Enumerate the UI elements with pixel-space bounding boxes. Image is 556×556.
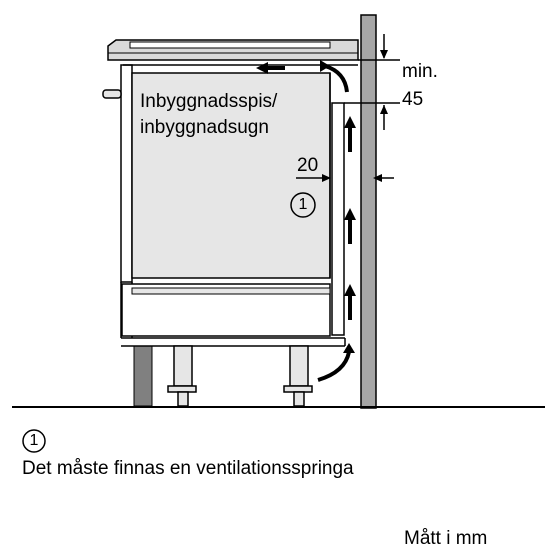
arrow-bottom-curve bbox=[317, 351, 351, 382]
callout-number: 1 bbox=[298, 196, 308, 213]
rear-panel bbox=[331, 102, 345, 336]
arrow-left-top bbox=[256, 62, 285, 74]
arrow-up-mid bbox=[344, 208, 356, 244]
dimension-20 bbox=[296, 174, 394, 182]
arrow-up-low bbox=[344, 284, 356, 320]
plinth bbox=[133, 345, 153, 407]
dimension-min-value: 45 bbox=[402, 89, 424, 110]
legend-text: Det måste finnas en ventilationsspringa bbox=[22, 458, 354, 479]
arrow-up-high bbox=[344, 116, 356, 152]
dimension-gap-value: 20 bbox=[297, 155, 319, 176]
legend-circle bbox=[22, 429, 46, 453]
appliance-label-line1: Inbyggnadsspis/ bbox=[140, 91, 278, 112]
oven-appliance bbox=[131, 72, 331, 279]
handle bbox=[102, 89, 122, 99]
feet bbox=[167, 345, 313, 407]
arrow-top-curve bbox=[324, 64, 349, 93]
callout-circle bbox=[290, 192, 316, 218]
appliance-label-line2: inbyggnadsugn bbox=[140, 117, 269, 138]
drawer bbox=[121, 283, 331, 337]
cooktop bbox=[107, 39, 359, 61]
airflow-arrows bbox=[256, 60, 356, 382]
dimension-min-label: min. bbox=[402, 61, 438, 82]
wall bbox=[360, 14, 377, 409]
dimension-min45 bbox=[344, 34, 400, 130]
legend-marker: 1 bbox=[29, 432, 39, 449]
units-note: Mått i mm bbox=[404, 528, 488, 549]
